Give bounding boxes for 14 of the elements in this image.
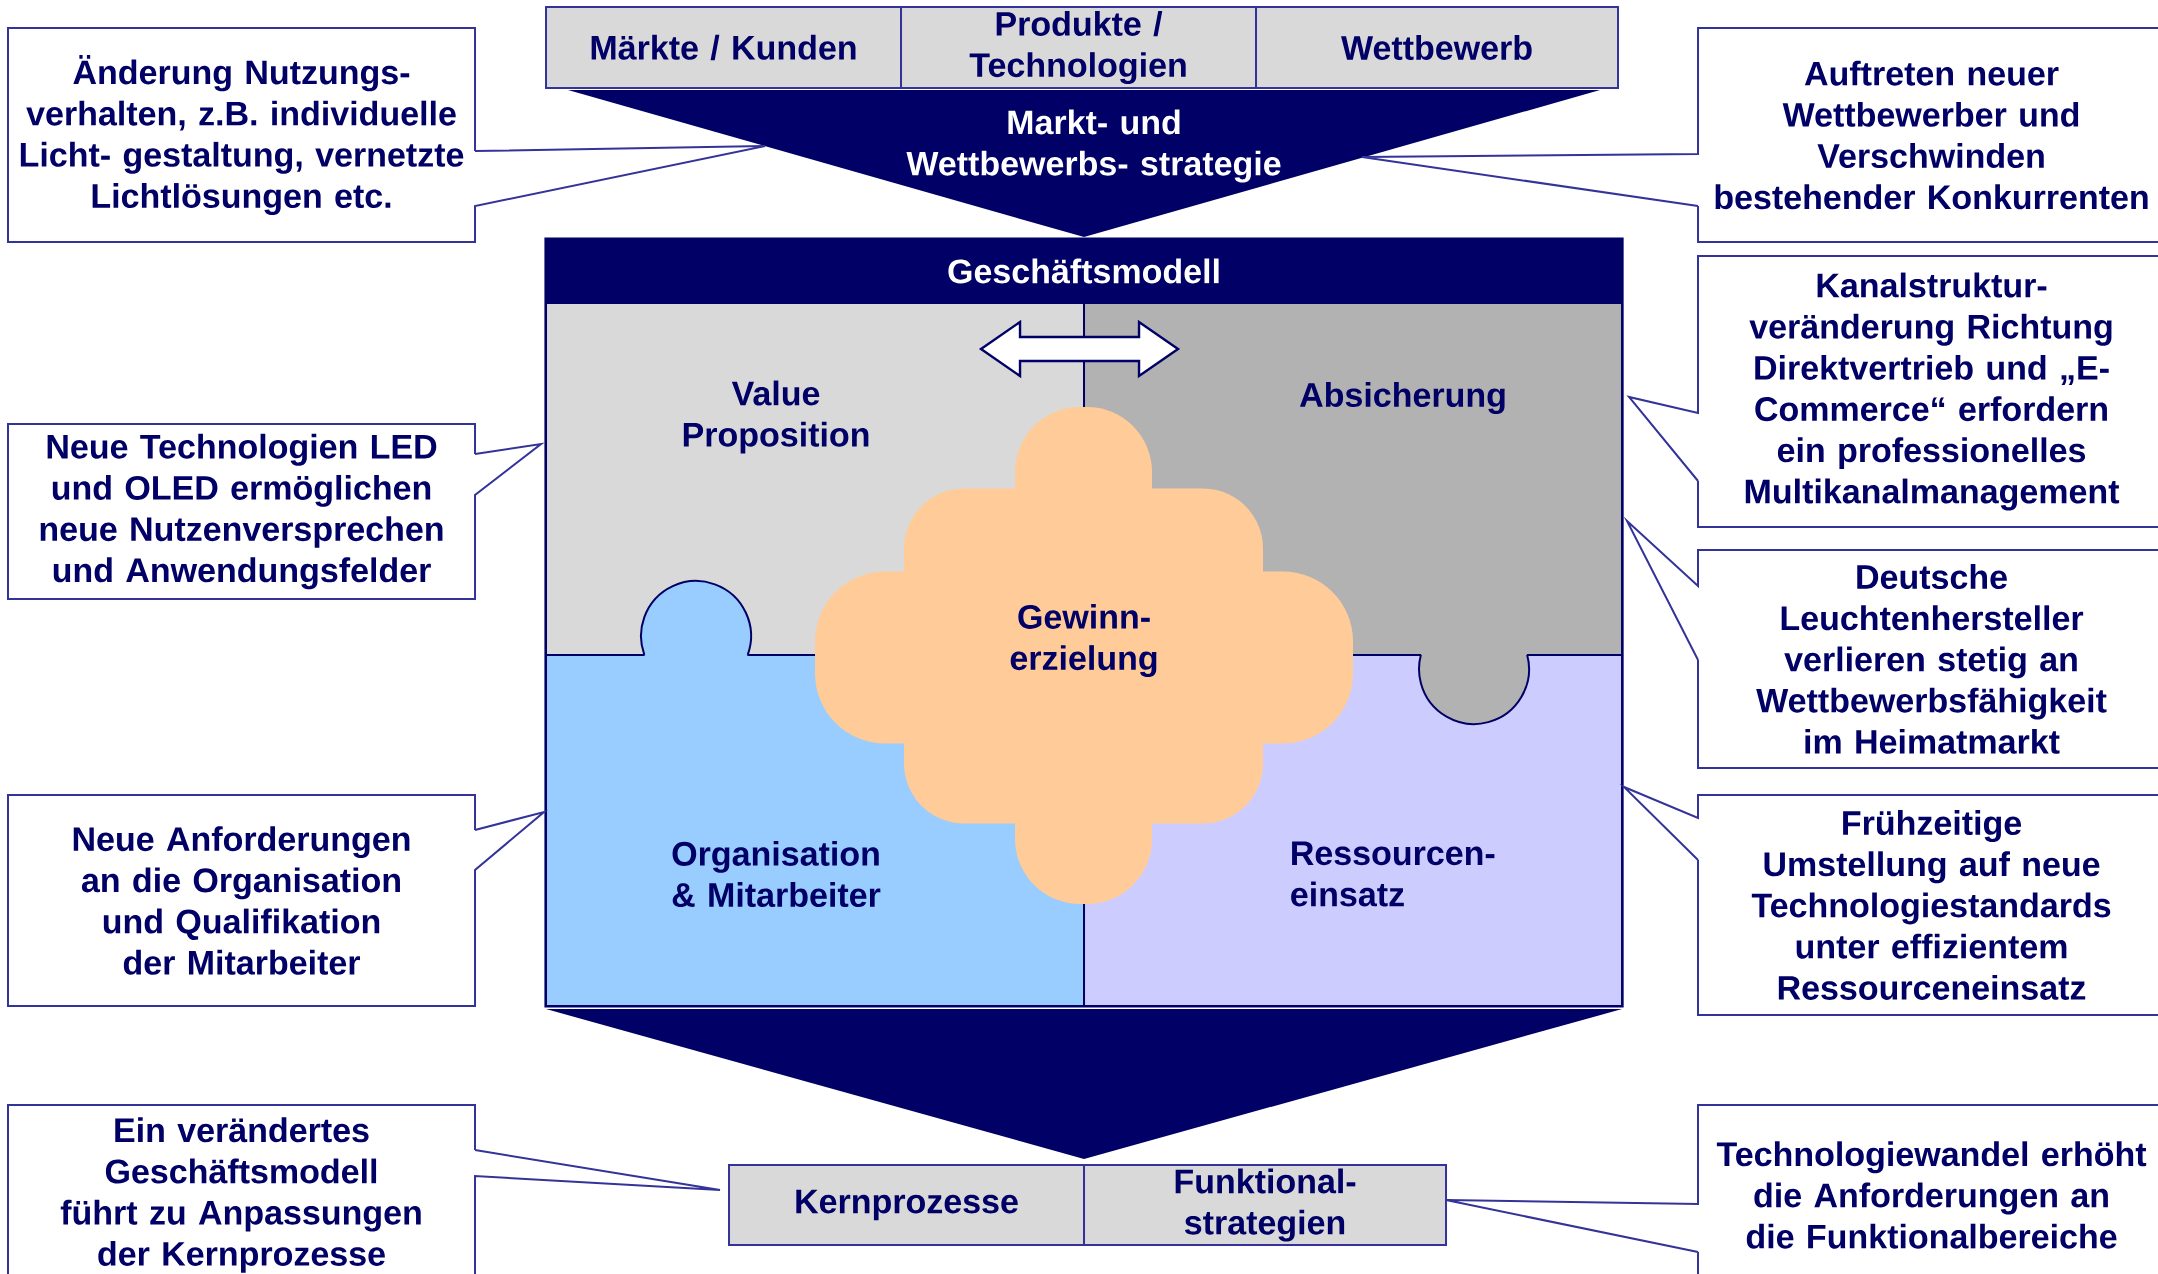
strategy-triangle: Markt- und Wettbewerbs- strategie — [568, 90, 1601, 237]
category-box: Märkte / Kunden — [545, 6, 902, 89]
callout-box: Ein verändertes Geschäftsmodell führt zu Anpassungen der Kernprozesse — [7, 1104, 721, 1274]
callout-box: Deutsche Leuchtenhersteller verlieren stetig an Wettbewerbsfähigkeit im Heimatmarkt — [1623, 516, 2158, 769]
callout-box: Neue Technologien LED und OLED ermöglichen neue Nutzenversprechen und Anwendungsfelder — [7, 423, 545, 600]
callout-box: Neue Anforderungen an die Organisation und Qualifikation der Mitarbeiter — [7, 794, 549, 1007]
category-box: Wettbewerb — [1255, 6, 1619, 89]
callout-box: Technologiewandel erhöht die Anforderungen an die Funktionalbereiche — [1445, 1104, 2158, 1274]
category-box: Funktional- strategien — [1083, 1164, 1447, 1246]
funnel-triangle — [546, 1009, 1623, 1159]
callout-box: Kanalstruktur- veränderung Richtung Direktvertrieb und „E- Commerce“ erfordern ein professionelles Multikanalmanagement — [1626, 255, 2158, 528]
category-box: Kernprozesse — [728, 1164, 1086, 1246]
callout-box: Frühzeitige Umstellung auf neue Technologiestandards unter effizientem Ressourceneinsatz — [1619, 784, 2158, 1016]
category-box: Produkte / Technologien — [900, 6, 1258, 89]
